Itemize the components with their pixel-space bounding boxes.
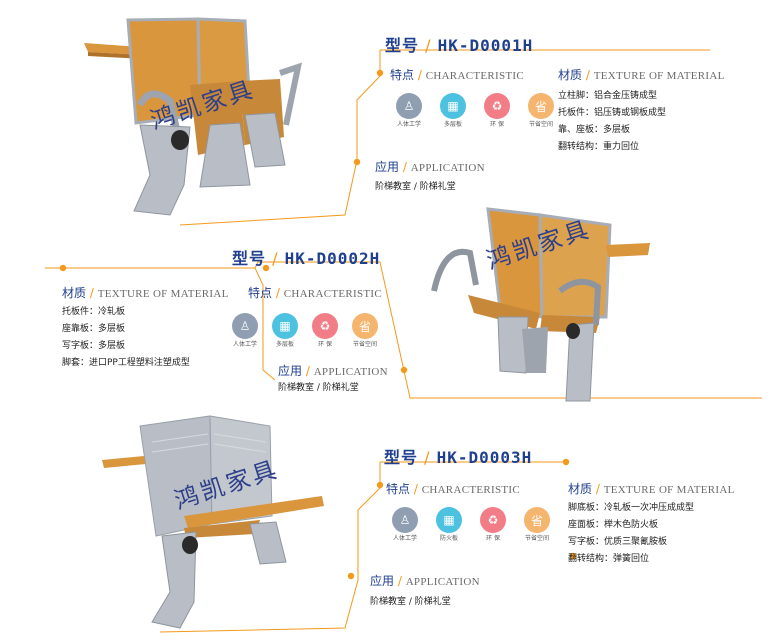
save-space-icon: 省 <box>524 507 550 533</box>
model-label: 型号 <box>232 249 267 268</box>
material-list-3: 脚底板：冷轧板一次冲压成成型 座面板：榉木色防火板 写字板：优质三聚氰胺板 翻转… <box>568 500 694 568</box>
model-label: 型号 <box>385 36 420 55</box>
board-icon: ▦ <box>436 507 462 533</box>
application-heading-1: 应用 / APPLICATION <box>375 160 485 174</box>
save-space-icon: 省 <box>528 93 554 119</box>
material-heading-1: 材质 / TEXTURE OF MATERIAL <box>558 68 725 82</box>
material-item: 翻转结构：弹簧回位 <box>568 554 650 564</box>
model-title-2: 型号 / HK-D0002H <box>232 249 381 268</box>
feature-save: 省节省空间 <box>348 313 382 348</box>
characteristic-heading-2: 特点 / CHARACTERISTIC <box>248 286 383 300</box>
material-item: 立柱脚：铝合金压铸成型 <box>558 91 658 101</box>
model-title-3: 型号 / HK-D0003H <box>384 448 533 467</box>
feature-save: 省节省空间 <box>524 93 558 128</box>
feature-save: 省节省空间 <box>520 507 554 542</box>
human-figure-icon: ♙ <box>392 507 418 533</box>
model-code: HK-D0003H <box>436 448 533 467</box>
feature-human: ♙人体工学 <box>388 507 422 542</box>
application-heading-2: 应用 / APPLICATION <box>278 364 388 378</box>
material-list-1: 立柱脚：铝合金压铸成型 托板件：铝压铸或钢板成型 靠、座板：多层板 翻转结构：重… <box>558 88 666 156</box>
human-figure-icon: ♙ <box>396 93 422 119</box>
recycle-icon: ♻ <box>480 507 506 533</box>
feature-board: ▦多层板 <box>268 313 302 348</box>
material-list-2: 托板件：冷轧板 座靠板：多层板 写字板：多层板 脚套：进口PP工程塑料注塑成型 <box>62 304 190 372</box>
feature-recycle: ♻环 保 <box>476 507 510 542</box>
writing-board <box>606 243 650 257</box>
application-text-1: 阶梯教室 / 阶梯礼堂 <box>375 182 456 192</box>
material-item: 托板件：冷轧板 <box>62 307 126 317</box>
feature-board: ▦防火板 <box>432 507 466 542</box>
chair-image-hk-d0002h <box>431 207 650 402</box>
feature-human: ♙人体工学 <box>392 93 426 128</box>
material-item: 脚底板：冷轧板一次冲压成成型 <box>568 503 695 513</box>
board-icon: ▦ <box>272 313 298 339</box>
application-text-3: 阶梯教室 / 阶梯礼堂 <box>370 597 451 607</box>
seat-back-right <box>209 415 273 525</box>
material-item: 托板件：铝压铸或钢板成型 <box>558 108 667 118</box>
material-item: 脚套：进口PP工程塑料注塑成型 <box>62 358 190 368</box>
application-heading-3: 应用 / APPLICATION <box>370 574 480 588</box>
icon-row-1: ♙人体工学 ▦多层板 ♻环 保 省节省空间 <box>392 93 558 128</box>
icon-row-2: ♙人体工学 ▦多层板 ♻环 保 省节省空间 <box>228 313 382 348</box>
material-heading-3: 材质 / TEXTURE OF MATERIAL <box>568 482 735 496</box>
material-item: 翻转结构：重力回位 <box>558 142 640 152</box>
recycle-icon: ♻ <box>312 313 338 339</box>
feature-board: ▦多层板 <box>436 93 470 128</box>
model-title-1: 型号 / HK-D0001H <box>385 36 534 55</box>
chair-image-hk-d0003h <box>102 415 324 629</box>
chair-leg <box>151 531 197 629</box>
material-item: 靠、座板：多层板 <box>558 125 631 135</box>
material-item: 写字板：多层板 <box>62 341 126 351</box>
recycle-icon: ♻ <box>484 93 510 119</box>
icon-row-3: ♙人体工学 ▦防火板 ♻环 保 省节省空间 <box>388 507 554 542</box>
material-heading-2: 材质 / TEXTURE OF MATERIAL <box>62 286 229 300</box>
characteristic-heading-3: 特点 / CHARACTERISTIC <box>386 482 521 496</box>
model-code: HK-D0001H <box>437 36 534 55</box>
feature-recycle: ♻环 保 <box>480 93 514 128</box>
model-code: HK-D0002H <box>284 249 381 268</box>
model-label: 型号 <box>384 448 419 467</box>
human-figure-icon: ♙ <box>232 313 258 339</box>
material-item: 写字板：优质三聚氰胺板 <box>568 537 668 547</box>
seat-back-right <box>538 213 612 319</box>
feature-recycle: ♻环 保 <box>308 313 342 348</box>
characteristic-heading-1: 特点 / CHARACTERISTIC <box>390 68 525 82</box>
material-item: 座靠板：多层板 <box>62 324 126 334</box>
writing-board <box>102 456 146 468</box>
chair-image-hk-d0001h <box>84 17 302 216</box>
application-text-2: 阶梯教室 / 阶梯礼堂 <box>278 383 359 393</box>
material-item: 座面板：榉木色防火板 <box>568 520 659 530</box>
board-icon: ▦ <box>440 93 466 119</box>
feature-human: ♙人体工学 <box>228 313 262 348</box>
save-space-icon: 省 <box>352 313 378 339</box>
